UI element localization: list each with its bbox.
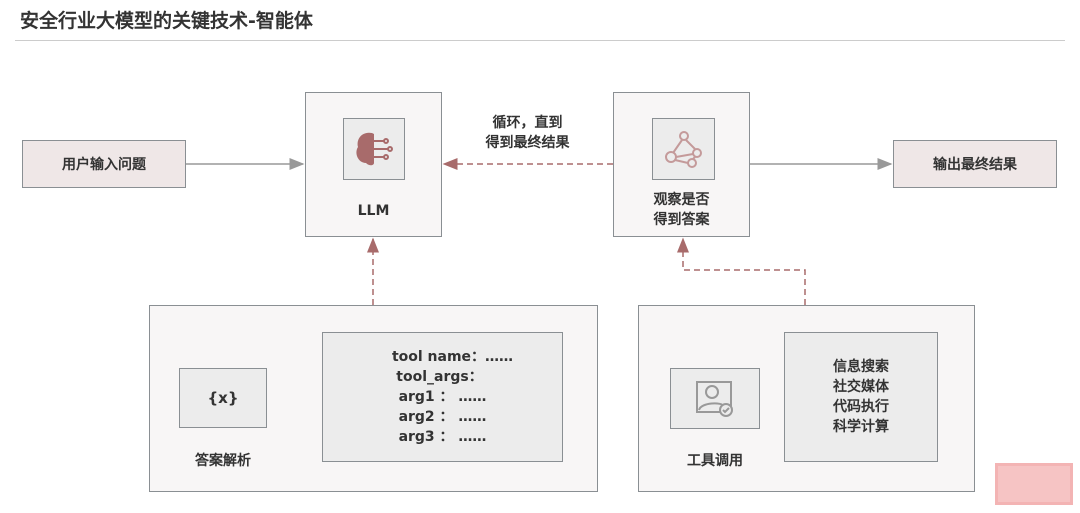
loop-label-1: 循环，直到 — [492, 115, 563, 131]
tool-item: 代码执行 — [833, 399, 889, 415]
tool-item: 信息搜索 — [833, 359, 889, 375]
parse-label: 答案解析 — [195, 453, 251, 469]
page-title: 安全行业大模型的关键技术-智能体 — [20, 10, 313, 32]
code-line: tool name：…… — [391, 349, 514, 365]
stamp-logo — [995, 463, 1073, 505]
user-check-icon — [670, 368, 760, 429]
observe-label-2: 得到答案 — [653, 212, 710, 228]
output-box: 输出最终结果 — [893, 140, 1057, 188]
code-line: arg3 ： …… — [398, 429, 487, 445]
tool-arrow — [677, 237, 806, 305]
brain-icon — [343, 118, 405, 180]
variable-icon: {x} — [179, 368, 267, 428]
llm-label: LLM — [357, 203, 390, 219]
tool-item: 社交媒体 — [833, 379, 889, 395]
code-line: arg2 ： …… — [398, 409, 487, 425]
observe-label-1: 观察是否 — [653, 192, 710, 208]
network-icon — [652, 118, 715, 180]
tools-label: 工具调用 — [687, 453, 743, 469]
loop-label-2: 得到最终结果 — [485, 135, 570, 151]
input-box: 用户输入问题 — [22, 140, 186, 188]
code-box: tool name：…… tool_args： arg1 ： …… arg2 ：… — [322, 332, 563, 462]
title-divider — [15, 40, 1065, 41]
tools-list: 信息搜索 社交媒体 代码执行 科学计算 — [784, 332, 938, 462]
tool-item: 科学计算 — [833, 419, 889, 435]
code-line: tool_args： — [396, 369, 483, 385]
code-line: arg1 ： …… — [398, 389, 487, 405]
